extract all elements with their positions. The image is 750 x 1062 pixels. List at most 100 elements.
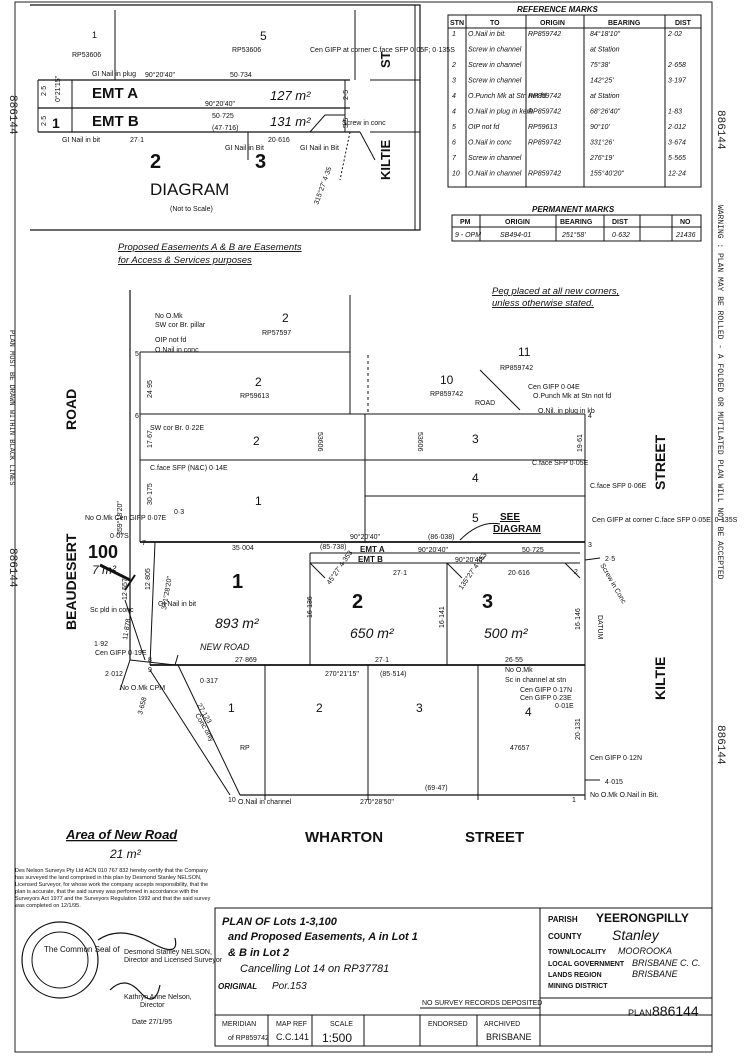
label-o-01e: 0·01E	[555, 703, 574, 710]
archived-value: BRISBANE	[486, 1032, 532, 1042]
ref-cell: 3	[452, 78, 456, 85]
ref-cell: 90°10'	[590, 123, 610, 131]
ref-cell: 3·197	[668, 78, 687, 85]
ref-cell: Screw in channel	[468, 155, 522, 162]
signer-2: Kathryn Anne Nelson,	[124, 994, 192, 1001]
side-left-mid: PLAN MUST BE DRAWN WITHIN BLACK LINES	[7, 330, 15, 485]
inset-dist-top: 50·734	[230, 72, 252, 79]
ref-cell: O.Punch Mk at Stn not fd	[468, 93, 547, 100]
ref-cell: Screw in channel	[468, 78, 522, 85]
ref-cell: 84°18'10"	[590, 30, 620, 38]
archived-label: ARCHIVED	[484, 1021, 520, 1028]
dist-top-right: 50·725	[522, 547, 544, 554]
ref-header-stn: STN	[450, 20, 464, 27]
dist-top-paren2: (86·038)	[428, 534, 454, 541]
common-seal	[21, 921, 99, 999]
town-label: TOWN/LOCALITY	[548, 949, 607, 956]
dist-1961: 19·61	[577, 434, 584, 452]
lands-value: BRISBANE	[632, 969, 679, 979]
dist-4015: 4·015	[605, 779, 623, 786]
ref-header-dist: DIST	[675, 20, 692, 27]
inset-dist-mid: 50·725	[212, 113, 234, 120]
dist-16146: 16·146	[575, 608, 582, 630]
original-label: ORIGINAL	[218, 982, 257, 991]
endorsed-label: ENDORSED	[428, 1021, 468, 1028]
pm-row-no: 21436	[675, 232, 696, 239]
dist-top-paren: (85·738)	[320, 544, 346, 551]
note-easements-1: Proposed Easements A & B are Easements	[118, 242, 302, 253]
ref-cell: 1·83	[668, 109, 682, 116]
mapref-label: MAP REF	[276, 1021, 307, 1028]
adj-2-rp57597: 2	[282, 311, 289, 325]
inset-bearing-top: 90°20'40"	[145, 71, 175, 79]
side-right-bottom: 886144	[714, 725, 726, 765]
side-left-bottom: 886144	[6, 548, 18, 588]
dist-left-192: 1·92	[94, 641, 108, 648]
lg-label: LOCAL GOVERNMENT	[548, 961, 625, 968]
sheet-border	[14, 1, 713, 1053]
county-label: COUNTY	[548, 932, 582, 941]
reference-marks-title: REFERENCE MARKS	[517, 5, 599, 14]
label-cen-gifp-023: Cen GIFP 0·23E	[520, 695, 572, 702]
ref-cell: RP859742	[528, 31, 561, 38]
ref-cell: 3·674	[668, 140, 686, 147]
title-cancelling: Cancelling Lot 14 on RP37781	[240, 963, 389, 975]
label-c-face-sfp-2: C.face SFP 0·06E	[590, 483, 647, 490]
bearing-emt-b: 90°20'40"	[455, 556, 485, 564]
inset-mark-gi-nail-bit: GI Nail in bit	[62, 137, 100, 144]
meridian-value: of RP859742	[228, 1035, 269, 1042]
label-oip-not-fd: OIP not fd	[155, 337, 186, 344]
inset-rp-right: RP53606	[232, 47, 261, 54]
inset-subtitle: (Not to Scale)	[170, 206, 213, 213]
inset-lot-3: 3	[255, 151, 266, 173]
dist-mid-1: 27·869	[235, 657, 257, 664]
label-no-omk: No O.Mk	[155, 313, 183, 320]
reference-marks-table: REFERENCE MARKS STN TO ORIGIN BEARING DI…	[447, 5, 702, 188]
certificate-text: Des Nelson Surveys Pty Ltd ACN 010 767 8…	[15, 868, 211, 909]
scale-label: SCALE	[330, 1021, 353, 1028]
bearing-bottom: 270°21'15"	[325, 670, 359, 678]
signer-1: Desmond Stanley NELSON,	[124, 949, 212, 956]
label-no-omk-bit: No O.Mk O.Nail in Bit.	[590, 792, 659, 799]
lot-100-area: 7 m²	[92, 563, 117, 577]
inset-emt-b: EMT B	[92, 113, 139, 130]
adj-rp59613: RP59613	[240, 393, 269, 400]
label-cpm: No O.Mk CPM	[120, 685, 165, 692]
ref-cell: RP859742	[528, 93, 561, 100]
inset-mark-cen-gifp: Cen GIFP at corner C.face SFP 0·05F; 0·1…	[310, 47, 455, 54]
seal-text: The Common Seal of	[44, 945, 120, 954]
ref-cell: 12·24	[668, 171, 686, 178]
bearing-wharton: 270°28'50"	[360, 798, 394, 806]
ref-cell: 5·565	[668, 155, 686, 162]
stn-5: 5	[135, 351, 139, 358]
label-cen-gifp-left: Cen GIFP 0·19E	[95, 650, 147, 657]
signer-1-role: Director and Licensed Surveyor	[124, 957, 223, 964]
side-right-mid: WARNING : PLAN MAY BE ROLLED - A FOLDED …	[715, 205, 724, 580]
dist-16141: 16·141	[439, 606, 446, 628]
ref-cell: 4	[452, 109, 456, 116]
inset-diagram: 1 5 RP53606 RP53606 90°20'40" 50·734 Cen…	[30, 4, 455, 231]
bearing-left: 359°18'20"	[116, 501, 124, 535]
pm-header-no: NO	[680, 219, 691, 226]
pm-row-bearing: 251°58'	[561, 231, 586, 239]
mapref-value: C.C.141	[276, 1032, 309, 1042]
adj-53606-b: 53606	[416, 432, 423, 452]
side-right-top: 886144	[714, 110, 726, 150]
ref-cell: RP59613	[528, 124, 557, 131]
parish-value: YEERONGPILLY	[596, 911, 689, 925]
bearing-lot2: 45°27' 4·353	[325, 549, 354, 586]
south-2: 2	[316, 701, 323, 715]
dist-30175: 30·175	[147, 483, 154, 505]
inset-dist-b-left: (47·716)	[212, 125, 238, 132]
adj-1-mid: 1	[255, 494, 262, 508]
ref-cell: 2·02	[667, 31, 682, 38]
street-kiltie: KILTIE	[652, 657, 668, 700]
ref-cell: 5	[452, 124, 456, 131]
south-rp: RP	[240, 745, 250, 752]
label-o-nail-conc: O.Nail in conc	[155, 347, 199, 354]
note-pegs-2: unless otherwise stated.	[492, 298, 594, 309]
street-street: STREET	[652, 434, 668, 490]
